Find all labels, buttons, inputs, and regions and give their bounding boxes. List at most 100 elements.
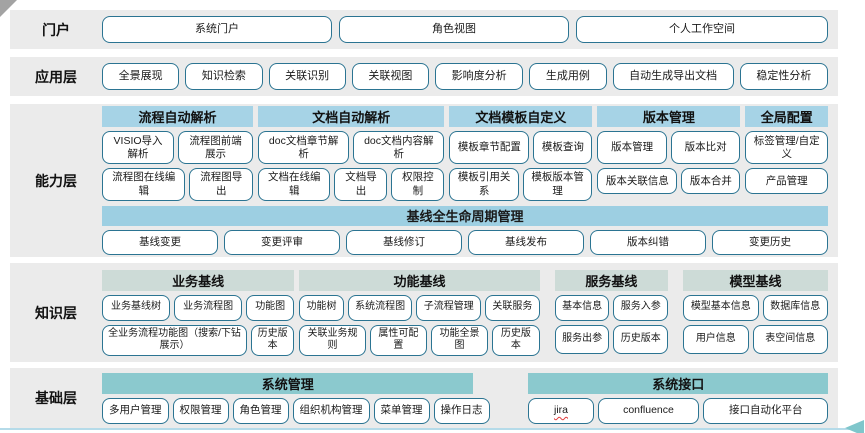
- item-button[interactable]: 功能全景图: [430, 324, 489, 356]
- item-button[interactable]: 个人工作空间: [576, 16, 828, 43]
- item-button[interactable]: 关联服务: [485, 294, 540, 321]
- button-row: 服务出参历史版本: [554, 324, 669, 354]
- baseline-buttons: 基线变更变更评审基线修订基线发布版本纠错变更历史: [102, 229, 828, 255]
- group-header: 流程自动解析: [102, 106, 254, 128]
- item-button[interactable]: VISIO导入解析: [102, 131, 175, 165]
- item-button[interactable]: 模板版本管理: [522, 168, 593, 201]
- item-button[interactable]: 生成用例: [529, 63, 607, 90]
- item-button[interactable]: 全景展现: [102, 63, 180, 90]
- item-button[interactable]: 关联识别: [268, 63, 346, 90]
- item-button[interactable]: 服务出参: [554, 324, 610, 354]
- item-button[interactable]: 历史版本: [251, 324, 295, 356]
- item-button[interactable]: 知识检索: [185, 63, 263, 90]
- item-button[interactable]: 表空间信息: [752, 324, 828, 354]
- button-row: 关联业务规则属性可配置功能全景图历史版本: [299, 324, 540, 356]
- item-button[interactable]: 功能图: [246, 294, 295, 321]
- item-button[interactable]: 基本信息: [554, 294, 610, 321]
- button-row: 用户信息表空间信息: [683, 324, 828, 354]
- item-button[interactable]: confluence: [597, 397, 700, 424]
- item-button[interactable]: 历史版本: [613, 324, 669, 354]
- item-button[interactable]: 属性可配置: [369, 324, 427, 356]
- knowledge-layer-label: 知识层: [35, 304, 77, 321]
- item-button[interactable]: 子流程管理: [416, 294, 482, 321]
- item-button[interactable]: 影响度分析: [435, 63, 524, 90]
- item-button[interactable]: doc文档内容解析: [353, 131, 445, 165]
- item-button[interactable]: 版本管理: [597, 131, 667, 165]
- knowledge-group-model-baseline: 模型基线 模型基本信息数据库信息用户信息表空间信息: [683, 269, 828, 356]
- button-row: 业务基线树业务流程图功能图: [102, 294, 295, 321]
- item-button[interactable]: 版本纠错: [590, 229, 706, 255]
- item-button[interactable]: 接口自动化平台: [703, 397, 828, 424]
- item-button[interactable]: 变更评审: [224, 229, 340, 255]
- item-button[interactable]: 产品管理: [745, 168, 828, 195]
- group-header: 功能基线: [299, 269, 540, 291]
- portal-layer-band: 门户 系统门户角色视图个人工作空间: [10, 10, 838, 49]
- application-layer-label: 应用层: [35, 68, 77, 85]
- item-button[interactable]: 操作日志: [433, 397, 490, 424]
- item-button[interactable]: jira: [528, 397, 594, 424]
- portal-buttons: 系统门户角色视图个人工作空间: [102, 16, 838, 43]
- foundation-groups: 系统管理 多用户管理权限管理角色管理组织机构管理菜单管理操作日志 系统接口 ji…: [102, 372, 828, 424]
- button-row: 多用户管理权限管理角色管理组织机构管理菜单管理操作日志: [102, 397, 490, 424]
- item-button[interactable]: 模板查询: [533, 131, 593, 165]
- item-button[interactable]: 系统门户: [102, 16, 332, 43]
- button-row: 版本关联信息版本合并: [597, 168, 741, 195]
- item-button[interactable]: 历史版本: [492, 324, 540, 356]
- capability-layer-label: 能力层: [35, 172, 77, 189]
- item-button[interactable]: 组织机构管理: [292, 397, 370, 424]
- item-button[interactable]: 权限管理: [172, 397, 229, 424]
- item-button[interactable]: 模板引用关系: [449, 168, 519, 201]
- capability-groups: 流程自动解析 VISIO导入解析流程图前端展示流程图在线编辑流程图导出 文档自动…: [102, 106, 828, 201]
- item-button[interactable]: 数据库信息: [762, 294, 828, 321]
- item-button[interactable]: 用户信息: [683, 324, 749, 354]
- item-button[interactable]: 文档在线编辑: [258, 168, 331, 201]
- foundation-layer-band: 基础层 系统管理 多用户管理权限管理角色管理组织机构管理菜单管理操作日志 系统接…: [10, 368, 838, 428]
- foundation-group-system-management: 系统管理 多用户管理权限管理角色管理组织机构管理菜单管理操作日志: [102, 372, 490, 424]
- item-button[interactable]: 全业务流程功能图（搜索/下钻展示）: [102, 324, 248, 356]
- item-button[interactable]: 菜单管理: [373, 397, 430, 424]
- item-button[interactable]: 文档导出: [334, 168, 388, 201]
- capability-group-global-config: 全局配置 标签管理/自定义产品管理: [745, 106, 828, 200]
- item-button[interactable]: 权限控制: [391, 168, 445, 201]
- item-button[interactable]: 版本比对: [670, 131, 741, 165]
- item-button[interactable]: doc文档章节解析: [258, 131, 350, 165]
- group-header: 系统管理: [102, 372, 474, 394]
- button-row: 全业务流程功能图（搜索/下钻展示）历史版本: [102, 324, 295, 356]
- item-button[interactable]: 业务流程图: [174, 294, 243, 321]
- item-button[interactable]: 变更历史: [712, 229, 828, 255]
- knowledge-group-business-baseline: 业务基线 业务基线树业务流程图功能图全业务流程功能图（搜索/下钻展示）历史版本: [102, 269, 295, 356]
- item-button[interactable]: 版本合并: [681, 168, 741, 195]
- application-buttons: 全景展现知识检索关联识别关联视图影响度分析生成用例自动生成导出文档稳定性分析: [102, 63, 838, 90]
- item-button[interactable]: 标签管理/自定义: [745, 131, 828, 165]
- button-row: 模板章节配置模板查询: [449, 131, 593, 165]
- item-button[interactable]: 基线发布: [468, 229, 584, 255]
- item-button[interactable]: 角色视图: [339, 16, 569, 43]
- item-button[interactable]: 角色管理: [232, 397, 289, 424]
- item-button[interactable]: 流程图在线编辑: [102, 168, 186, 201]
- item-button[interactable]: 版本关联信息: [597, 168, 678, 195]
- button-row: 基本信息服务入参: [554, 294, 669, 321]
- item-button[interactable]: 系统流程图: [347, 294, 413, 321]
- item-button[interactable]: 基线变更: [102, 229, 218, 255]
- item-button[interactable]: 流程图前端展示: [178, 131, 254, 165]
- item-button[interactable]: 关联视图: [351, 63, 429, 90]
- left-arrow-icon: [845, 420, 864, 433]
- item-button[interactable]: 功能树: [299, 294, 344, 321]
- item-button[interactable]: 关联业务规则: [299, 324, 366, 356]
- group-header: 文档模板自定义: [449, 106, 593, 128]
- button-row: 模板引用关系模板版本管理: [449, 168, 593, 201]
- item-button[interactable]: 业务基线树: [102, 294, 171, 321]
- item-button[interactable]: 稳定性分析: [739, 63, 828, 90]
- item-button[interactable]: 模板章节配置: [449, 131, 530, 165]
- item-button[interactable]: 服务入参: [613, 294, 669, 321]
- item-button[interactable]: 多用户管理: [102, 397, 169, 424]
- capability-group-template-custom: 文档模板自定义 模板章节配置模板查询模板引用关系模板版本管理: [449, 106, 593, 201]
- application-layer-band: 应用层 全景展现知识检索关联识别关联视图影响度分析生成用例自动生成导出文档稳定性…: [10, 57, 838, 96]
- item-button[interactable]: 基线修订: [346, 229, 462, 255]
- item-button[interactable]: 自动生成导出文档: [612, 63, 734, 90]
- button-row: 模型基本信息数据库信息: [683, 294, 828, 321]
- knowledge-group-function-baseline: 功能基线 功能树系统流程图子流程管理关联服务关联业务规则属性可配置功能全景图历史…: [299, 269, 540, 356]
- item-button[interactable]: 模型基本信息: [683, 294, 759, 321]
- capability-content: 流程自动解析 VISIO导入解析流程图前端展示流程图在线编辑流程图导出 文档自动…: [102, 106, 828, 255]
- item-button[interactable]: 流程图导出: [189, 168, 254, 201]
